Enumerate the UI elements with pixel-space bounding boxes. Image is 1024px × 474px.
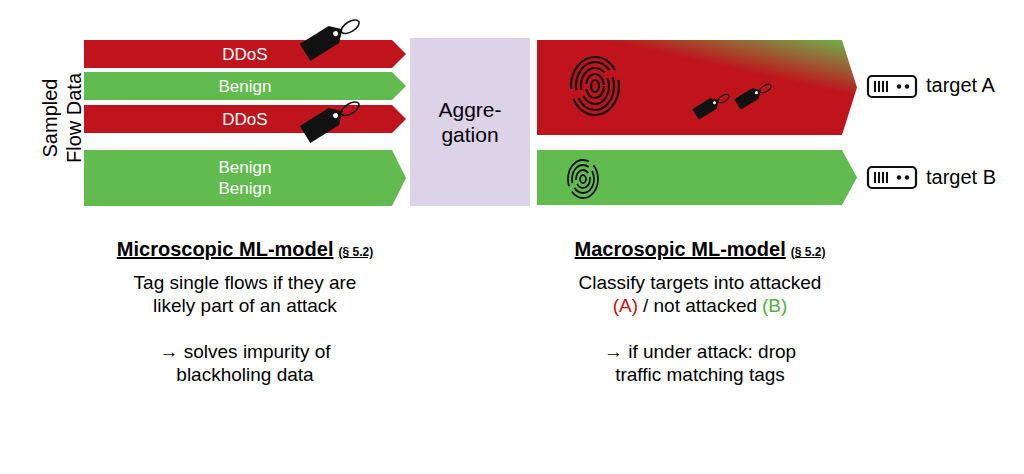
section-ref: (§ 5.2) xyxy=(791,245,826,259)
node-text: DDoS xyxy=(222,44,267,65)
node-text: Benign xyxy=(219,178,272,199)
axis-label: Sampled Flow Data xyxy=(38,68,86,168)
consequence-text: → solves impurity of blackholing data xyxy=(139,340,351,386)
aggregation-box: Aggre- gation xyxy=(410,38,530,206)
node-outline xyxy=(410,38,530,206)
ddos-flow-band: DDoS xyxy=(84,105,406,133)
section-ref: (§ 5.2) xyxy=(339,245,374,259)
description-text: Classify targets into attacked xyxy=(579,272,822,293)
consequence-text: → if under attack: drop traffic matching… xyxy=(579,340,821,386)
node-text: DDoS xyxy=(222,109,267,130)
tag-icon xyxy=(734,79,773,110)
description-text: Tag single flows if they are likely part… xyxy=(114,271,376,317)
description-text: / not attacked xyxy=(643,295,757,316)
node-text: Aggre- gation xyxy=(425,97,515,147)
text-line: → if under attack: drop traffic matching… xyxy=(500,340,900,386)
text-line: Macrosopic ML-model (§ 5.2) xyxy=(500,238,900,264)
tag-icon xyxy=(692,89,731,120)
node-shape xyxy=(84,40,406,68)
model-heading: Macrosopic ML-model xyxy=(575,238,786,260)
text-line: (A)/ not attacked(B) xyxy=(500,294,900,317)
text-line: Classify targets into attacked xyxy=(500,271,900,294)
benign-flow-band xyxy=(537,150,857,205)
text-line: Tag single flows if they are likely part… xyxy=(45,271,445,317)
class-marker: (A) xyxy=(613,295,638,316)
tag-icon xyxy=(300,93,363,143)
node-shape xyxy=(84,72,406,100)
target-label: target A xyxy=(926,74,995,97)
benign-flow-band: Benign xyxy=(84,72,406,100)
tag-icon xyxy=(300,11,363,61)
ddos-flow-band: DDoS xyxy=(84,40,406,68)
text-line: Microscopic ML-model (§ 5.2) xyxy=(45,238,445,264)
attacked-flow-band xyxy=(537,40,857,135)
node-text: Benign xyxy=(219,157,272,178)
text-line: → solves impurity of blackholing data xyxy=(45,340,445,386)
model-heading: Microscopic ML-model xyxy=(117,238,334,260)
class-marker: (B) xyxy=(762,295,787,316)
server-icon xyxy=(868,167,916,188)
fingerprint-icon xyxy=(568,160,598,198)
target-label: target B xyxy=(926,166,996,189)
node-shape xyxy=(84,150,406,206)
node-shape xyxy=(84,105,406,133)
node-shape xyxy=(410,38,530,206)
benign-flow-band: BenignBenign xyxy=(84,150,406,206)
server-icon xyxy=(868,76,916,97)
node-text: Benign xyxy=(219,76,272,97)
fingerprint-icon xyxy=(571,57,619,115)
